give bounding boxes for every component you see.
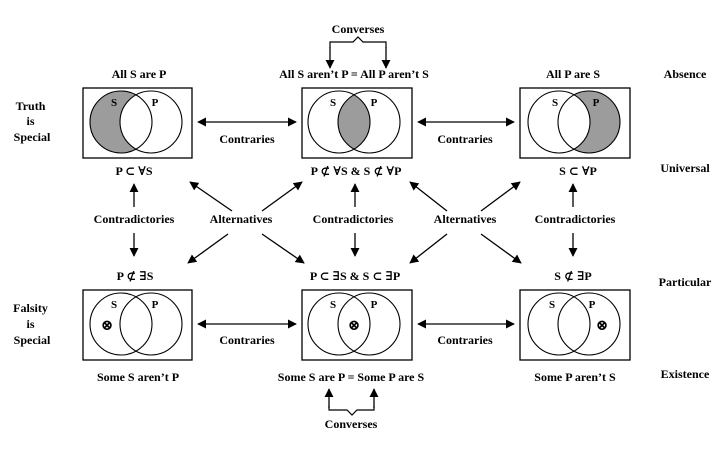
s-circle: [307, 90, 371, 154]
formula-bottom-right: S ⊄ ∃P: [554, 269, 592, 283]
converses-top-brace: [325, 36, 391, 69]
particular-label: Particular: [659, 275, 712, 289]
existence-marker-icon: ⊗: [101, 318, 114, 334]
svg-text:S: S: [330, 97, 336, 109]
svg-text:P: P: [593, 97, 600, 109]
contradictories-label-middle: Contradictories: [313, 212, 394, 226]
universal-label: Universal: [660, 161, 710, 175]
svg-text:P: P: [371, 299, 378, 311]
p-circle: [557, 292, 621, 356]
existence-marker-icon: ⊗: [348, 318, 361, 334]
formula-top-middle: P ⊄ ∀S & S ⊄ ∀P: [311, 164, 402, 178]
svg-text:P: P: [152, 97, 159, 109]
contraries-label-top-left: Contraries: [219, 132, 275, 146]
title-bottom-left: Some S aren’t P: [97, 370, 179, 384]
svg-text:P: P: [589, 299, 596, 311]
formula-bottom-left: P ⊄ ∃S: [117, 269, 154, 283]
p-circle: [337, 90, 401, 154]
converses-top-label: Converses: [332, 22, 385, 36]
contraries-label-bottom-left: Contraries: [219, 333, 275, 347]
alternatives-arrow-6: [480, 181, 521, 212]
alternatives-label-right: Alternatives: [434, 212, 497, 226]
existence-marker-icon: ⊗: [596, 318, 609, 334]
venn-box-top-left: S P: [82, 87, 193, 159]
alternatives-arrow-4: [261, 233, 305, 264]
alternatives-arrow-1: [189, 181, 233, 212]
contraries-label-top-right: Contraries: [437, 132, 493, 146]
venn-box-top-middle: S P: [301, 87, 413, 159]
alternatives-arrow-7: [409, 233, 448, 264]
venn-box-top-right: S P: [519, 87, 631, 159]
svg-text:P: P: [152, 299, 159, 311]
p-circle: [557, 90, 621, 154]
alternatives-label-left: Alternatives: [210, 212, 273, 226]
svg-text:P: P: [371, 97, 378, 109]
converses-bottom-label: Converses: [325, 417, 378, 431]
svg-text:S: S: [111, 299, 117, 311]
s-circle: [527, 90, 591, 154]
s-circle: [89, 90, 153, 154]
truth-label: Truth is Special: [14, 99, 51, 144]
alternatives-arrow-2: [261, 181, 303, 212]
title-top-left: All S are P: [112, 67, 167, 81]
svg-text:S: S: [330, 299, 336, 311]
s-circle: [307, 292, 371, 356]
venn-box-bottom-left: S P ⊗: [82, 289, 193, 361]
converses-bottom-brace: [324, 388, 379, 416]
alternatives-arrow-5: [409, 181, 448, 212]
svg-text:S: S: [111, 97, 117, 109]
s-circle: [527, 292, 591, 356]
venn-box-bottom-right: S P ⊗: [519, 289, 631, 361]
contradictories-label-left: Contradictories: [94, 212, 175, 226]
alternatives-arrow-3: [187, 233, 229, 264]
contradictories-label-right: Contradictories: [535, 212, 616, 226]
contraries-label-bottom-right: Contraries: [437, 333, 493, 347]
formula-bottom-middle: P ⊂ ∃S & S ⊂ ∃P: [310, 269, 400, 283]
title-top-middle: All S aren’t P = All P aren’t S: [279, 67, 429, 81]
formula-top-right: S ⊂ ∀P: [559, 164, 597, 178]
existence-label: Existence: [661, 367, 710, 381]
title-bottom-middle: Some S are P = Some P are S: [278, 370, 425, 384]
s-circle: [89, 292, 153, 356]
falsity-label: Falsity is Special: [13, 301, 51, 347]
svg-text:S: S: [549, 299, 555, 311]
svg-text:S: S: [552, 97, 558, 109]
venn-box-bottom-middle: S P ⊗: [301, 289, 413, 361]
formula-top-left: P ⊂ ∀S: [115, 164, 152, 178]
alternatives-arrow-8: [480, 233, 522, 264]
p-circle: [119, 90, 183, 154]
title-top-right: All P are S: [546, 67, 600, 81]
absence-label: Absence: [664, 67, 707, 81]
p-circle: [119, 292, 183, 356]
title-bottom-right: Some P aren’t S: [534, 370, 616, 384]
p-circle: [337, 292, 401, 356]
